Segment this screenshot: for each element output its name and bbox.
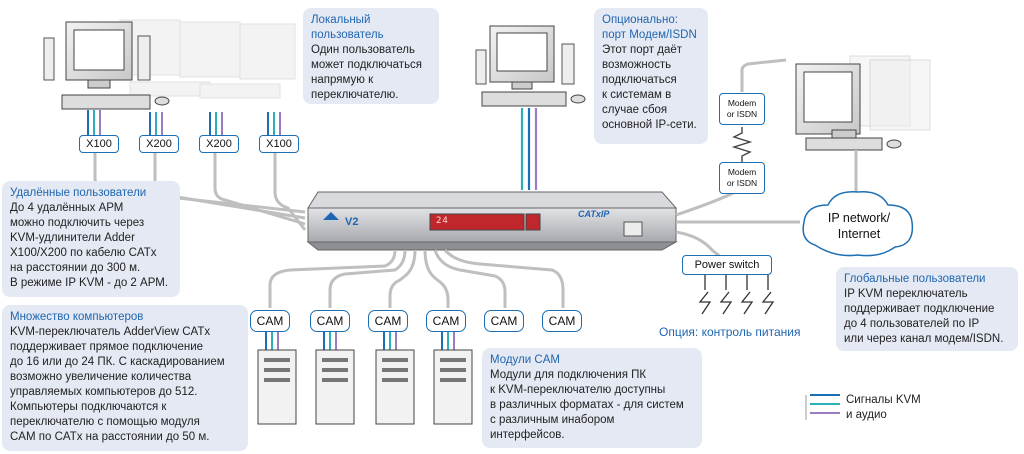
power-outputs xyxy=(698,275,775,315)
cam-module: CAM xyxy=(426,310,466,332)
remote-users-note: Удалённые пользователи До 4 удалённых АР… xyxy=(2,181,180,297)
note-title: Модули CAM xyxy=(490,354,560,366)
modem-box: Modem or ISDN xyxy=(719,93,765,125)
local-user-note: Локальный пользователь Один пользователь… xyxy=(303,8,439,104)
global-users-note: Глобальные пользователи IP KVM переключа… xyxy=(836,267,1018,351)
cloud-label: IP network/ Internet xyxy=(827,211,891,241)
note-body: IP KVM переключатель поддерживает подклю… xyxy=(844,288,1004,345)
modem-box: Modem or ISDN xyxy=(719,162,765,194)
note-body: До 4 удалённых АРМ можно подключить чере… xyxy=(10,202,169,289)
cam-module: CAM xyxy=(368,310,408,332)
legend-lines xyxy=(805,394,840,420)
pc-cables xyxy=(265,332,455,350)
local-workstation xyxy=(475,25,586,107)
kvm-switch xyxy=(306,191,678,251)
cam-module: CAM xyxy=(542,310,582,332)
note-title: Опционально: порт Модем/ISDN xyxy=(602,14,697,41)
cloud-shape xyxy=(802,191,914,257)
cam-module: CAM xyxy=(250,310,290,332)
note-body: Один пользователь может подключаться нап… xyxy=(311,44,423,101)
note-body: Этот порт даёт возможность подключаться … xyxy=(602,44,697,131)
pc-tower xyxy=(257,349,297,425)
switch-logo: V2 xyxy=(345,216,359,228)
extender-box: X100 xyxy=(259,135,299,153)
cam-module: CAM xyxy=(310,310,350,332)
legend-label: Сигналы KVM и аудио xyxy=(846,394,921,421)
extender-box: X100 xyxy=(79,135,119,153)
remote-workstation-ghosts xyxy=(119,19,296,99)
extender-box: X200 xyxy=(199,135,239,153)
note-title: Локальный пользователь xyxy=(311,14,384,41)
remote-cables xyxy=(87,110,281,135)
cam-modules-note: Модули CAM Модули для подключения ПК к K… xyxy=(482,348,702,448)
note-body: KVM-переключатель AdderView CATx поддерж… xyxy=(10,326,225,443)
pc-tower xyxy=(315,349,355,425)
note-title: Множество компьютеров xyxy=(10,311,144,323)
optional-modem-note: Опционально: порт Модем/ISDN Этот порт д… xyxy=(594,8,708,144)
note-body: Модули для подключения ПК к KVM-переключ… xyxy=(490,369,684,441)
many-computers-note: Множество компьютеров KVM-переключатель … xyxy=(2,305,248,451)
local-cables xyxy=(520,108,538,190)
pc-tower xyxy=(375,349,415,425)
switch-display: 24 xyxy=(436,216,449,226)
pc-towers xyxy=(257,349,473,425)
power-option-label: Опция: контроль питания xyxy=(659,325,801,339)
cam-module: CAM xyxy=(484,310,524,332)
global-workstation xyxy=(795,55,931,151)
note-title: Глобальные пользователи xyxy=(844,273,986,285)
extender-box: X200 xyxy=(139,135,179,153)
note-title: Удалённые пользователи xyxy=(10,187,147,199)
pc-tower xyxy=(433,349,473,425)
power-switch-box: Power switch xyxy=(682,255,772,275)
cam-cables xyxy=(268,248,565,308)
switch-brand: CATxIP xyxy=(578,209,610,219)
remote-workstation xyxy=(43,21,170,110)
